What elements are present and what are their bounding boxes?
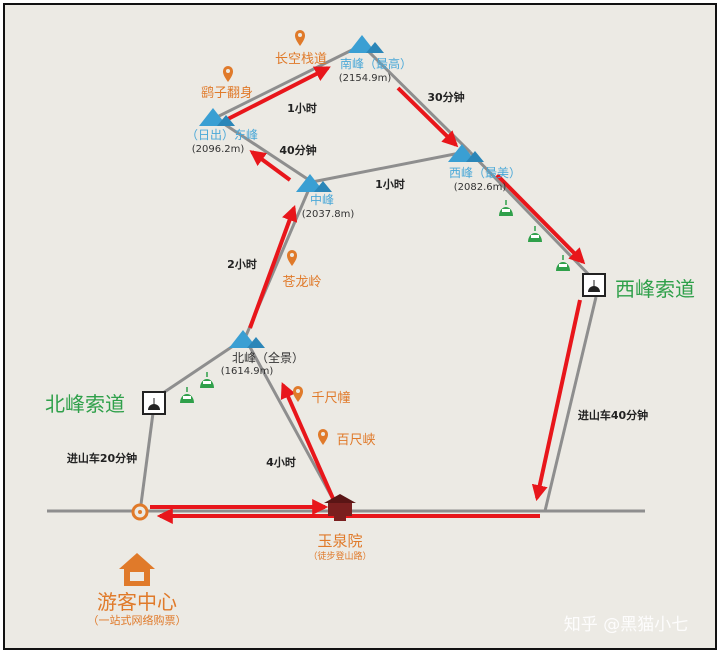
time-middle-east: 40分钟	[279, 143, 316, 157]
peak-east-elev: (2096.2m)	[192, 144, 245, 155]
visitor-center-sub: （一站式网络购票）	[88, 613, 187, 627]
peak-middle-elev: (2037.8m)	[302, 209, 355, 220]
peak-south-name: 南峰（最高）	[340, 56, 412, 71]
cableway-icon-west	[582, 273, 606, 297]
time-north-middle: 2小时	[227, 257, 257, 271]
peak-north-name: 北峰（全景）	[232, 350, 304, 365]
temple-icon	[324, 494, 356, 521]
yuquan-name: 玉泉院	[317, 532, 362, 550]
time-south-west: 30分钟	[427, 90, 464, 104]
peak-south-elev: (2154.9m)	[339, 73, 392, 84]
time-west-bus: 进山车40分钟	[578, 408, 648, 422]
watermark: 知乎 @黑猫小七	[564, 615, 688, 635]
poi-baichi: 百尺峡	[336, 433, 375, 448]
poi-yaozi: 鹞子翻身	[201, 85, 253, 101]
cableway-icon-north	[142, 391, 166, 415]
map-background	[3, 3, 717, 650]
peak-middle-name: 中峰	[310, 192, 334, 207]
peak-north-elev: (1614.9m)	[221, 366, 274, 377]
peak-west-elev: (2082.6m)	[454, 182, 507, 193]
visitor-stop-icon	[131, 503, 149, 521]
peak-east-name: （日出）东峰	[186, 128, 258, 142]
poi-canglong: 苍龙岭	[282, 275, 321, 290]
time-east-south: 1小时	[287, 101, 317, 115]
yuquan-sub: （徒步登山路）	[308, 550, 371, 562]
time-north-bus: 进山车20分钟	[67, 451, 137, 465]
time-yuquan-north: 4小时	[266, 455, 296, 469]
poi-qianchi: 千尺幢	[311, 390, 350, 406]
cableway-west-label: 西峰索道	[615, 277, 695, 301]
cableway-north-label: 北峰索道	[45, 392, 125, 416]
poi-changkong: 长空栈道	[275, 52, 327, 67]
visitor-center-name: 游客中心	[97, 590, 177, 614]
house-icon	[119, 553, 155, 586]
peak-west-name: 西峰（最美）	[449, 166, 521, 180]
time-middle-west: 1小时	[375, 177, 405, 191]
